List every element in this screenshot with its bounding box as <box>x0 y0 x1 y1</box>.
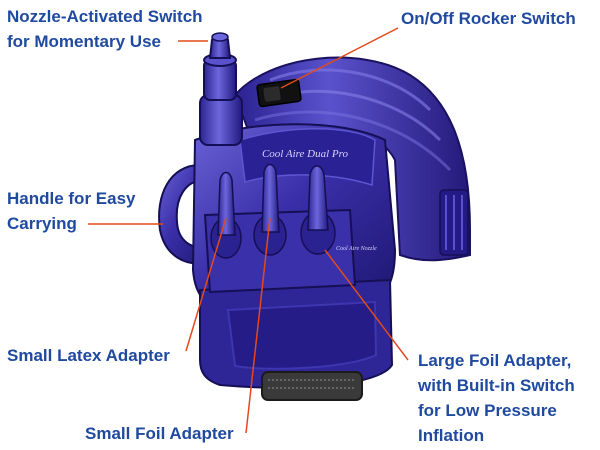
leader-small-latex <box>185 217 227 352</box>
callout-small-foil-adapter: Small Foil Adapter <box>85 421 234 446</box>
small-foil-adapter <box>253 163 287 256</box>
base-filter <box>261 371 363 401</box>
base-panel <box>226 300 378 370</box>
leader-large-foil <box>324 249 409 361</box>
callout-nozzle-switch: Nozzle-Activated Switch for Momentary Us… <box>7 4 203 54</box>
callout-handle: Handle for Easy Carrying <box>7 186 136 236</box>
large-foil-adapter <box>300 165 336 255</box>
callout-line: Small Foil Adapter <box>85 424 234 443</box>
callout-small-latex-adapter: Small Latex Adapter <box>7 343 170 368</box>
callout-line: Small Latex Adapter <box>7 346 170 365</box>
brand-text: Cool Aire Dual Pro <box>262 148 349 160</box>
leader-onoff <box>280 27 399 89</box>
dome-rib <box>254 110 452 172</box>
callout-line: Inflation <box>418 426 485 445</box>
top-nozzle <box>199 32 243 146</box>
callout-line: Carrying <box>7 214 77 233</box>
side-text: Cool Aire Nozzle <box>336 246 377 252</box>
callout-line: On/Off Rocker Switch <box>401 9 576 28</box>
callout-onoff-switch: On/Off Rocker Switch <box>401 6 576 31</box>
callout-line: Handle for Easy <box>7 189 136 208</box>
callout-large-foil-adapter: Large Foil Adapter, with Built-in Switch… <box>418 348 575 448</box>
rocker-switch <box>256 78 302 108</box>
small-latex-adapter <box>210 171 242 259</box>
callout-line: Nozzle-Activated Switch <box>7 7 203 26</box>
leader-small-foil <box>245 217 271 434</box>
dome-rib <box>269 68 432 112</box>
callout-line: for Low Pressure <box>418 401 557 420</box>
callout-line: with Built-in Switch <box>418 376 575 395</box>
callout-line: for Momentary Use <box>7 32 161 51</box>
callout-line: Large Foil Adapter, <box>418 351 572 370</box>
leader-lines <box>88 27 409 434</box>
